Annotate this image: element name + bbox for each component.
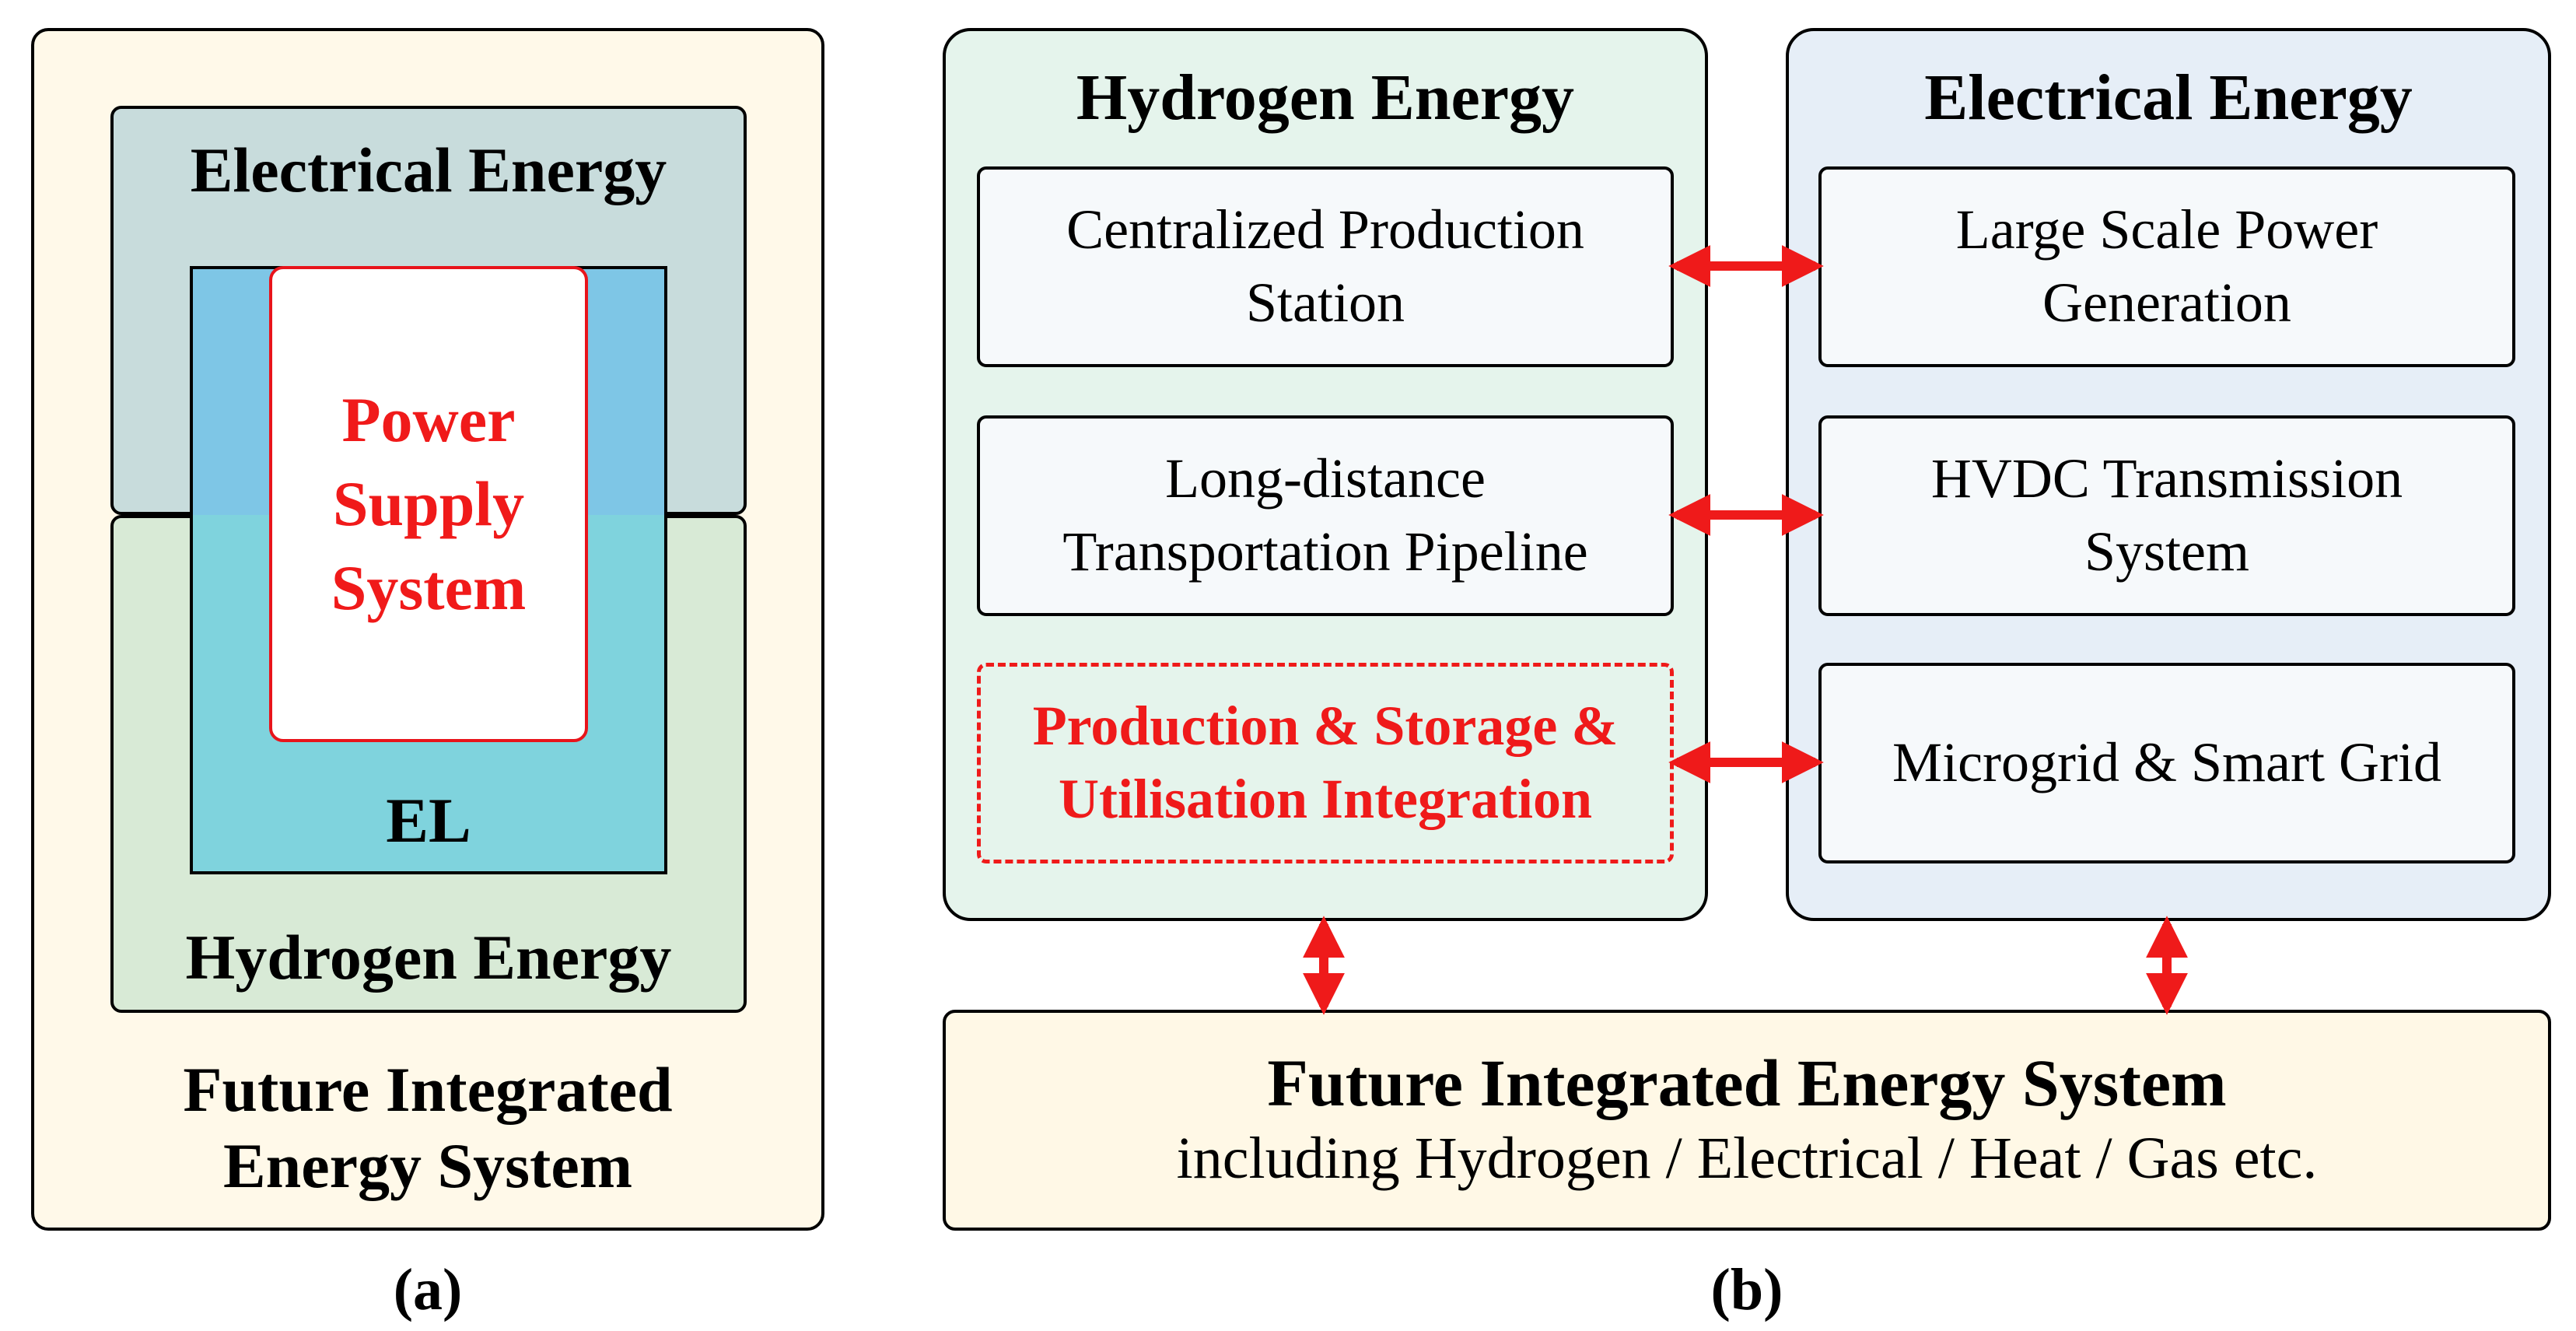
hydrogen-box-centralized-production: Centralized Production Station	[977, 166, 1674, 367]
electrical-box-hvdc: HVDC Transmission System	[1818, 415, 2515, 616]
panel-b-future-system-box: Future Integrated Energy System includin…	[943, 1010, 2551, 1231]
caption-b: (b)	[1710, 1256, 1783, 1322]
box-line: Utilisation Integration	[1058, 768, 1592, 830]
hydrogen-box-integration: Production & Storage & Utilisation Integ…	[977, 663, 1674, 863]
future-line-2: Energy System	[222, 1130, 633, 1201]
box-line: Long-distance	[1165, 447, 1486, 510]
panel-a-future-system-label: Future Integrated Energy System	[31, 1042, 824, 1214]
panel-b-hydrogen-title: Hydrogen Energy	[1076, 61, 1575, 134]
panel-a-power-supply-box: Power Supply System	[269, 266, 588, 742]
box-line: System	[2084, 520, 2250, 583]
box-line: Transportation Pipeline	[1062, 520, 1588, 583]
caption-a: (a)	[393, 1256, 463, 1322]
power-supply-line-1: Power	[341, 384, 516, 455]
power-supply-label: Power Supply System	[331, 378, 527, 631]
future-system-subtitle: including Hydrogen / Electrical / Heat /…	[1176, 1125, 2318, 1191]
panel-a-electrical-label: Electrical Energy	[190, 134, 667, 205]
panel-a-el-label: EL	[386, 784, 471, 856]
panel-a-hydrogen-label: Hydrogen Energy	[185, 921, 672, 993]
power-supply-line-3: System	[331, 552, 527, 624]
box-line: Large Scale Power	[1955, 198, 2378, 261]
hydrogen-box-transport-pipeline: Long-distance Transportation Pipeline	[977, 415, 1674, 616]
electrical-box-power-generation: Large Scale Power Generation	[1818, 166, 2515, 367]
box-line: Station	[1245, 271, 1405, 334]
future-line-1: Future Integrated	[183, 1053, 673, 1125]
panel-b-electrical-title: Electrical Energy	[1924, 61, 2413, 134]
box-line: Centralized Production	[1066, 198, 1584, 261]
box-line: HVDC Transmission	[1930, 447, 2403, 510]
box-line: Production & Storage &	[1032, 695, 1619, 758]
future-system-title: Future Integrated Energy System	[1267, 1046, 2227, 1121]
power-supply-line-2: Supply	[332, 468, 525, 539]
box-line: Microgrid & Smart Grid	[1892, 731, 2441, 794]
electrical-box-microgrid: Microgrid & Smart Grid	[1818, 663, 2515, 863]
box-line: Generation	[2042, 271, 2291, 334]
